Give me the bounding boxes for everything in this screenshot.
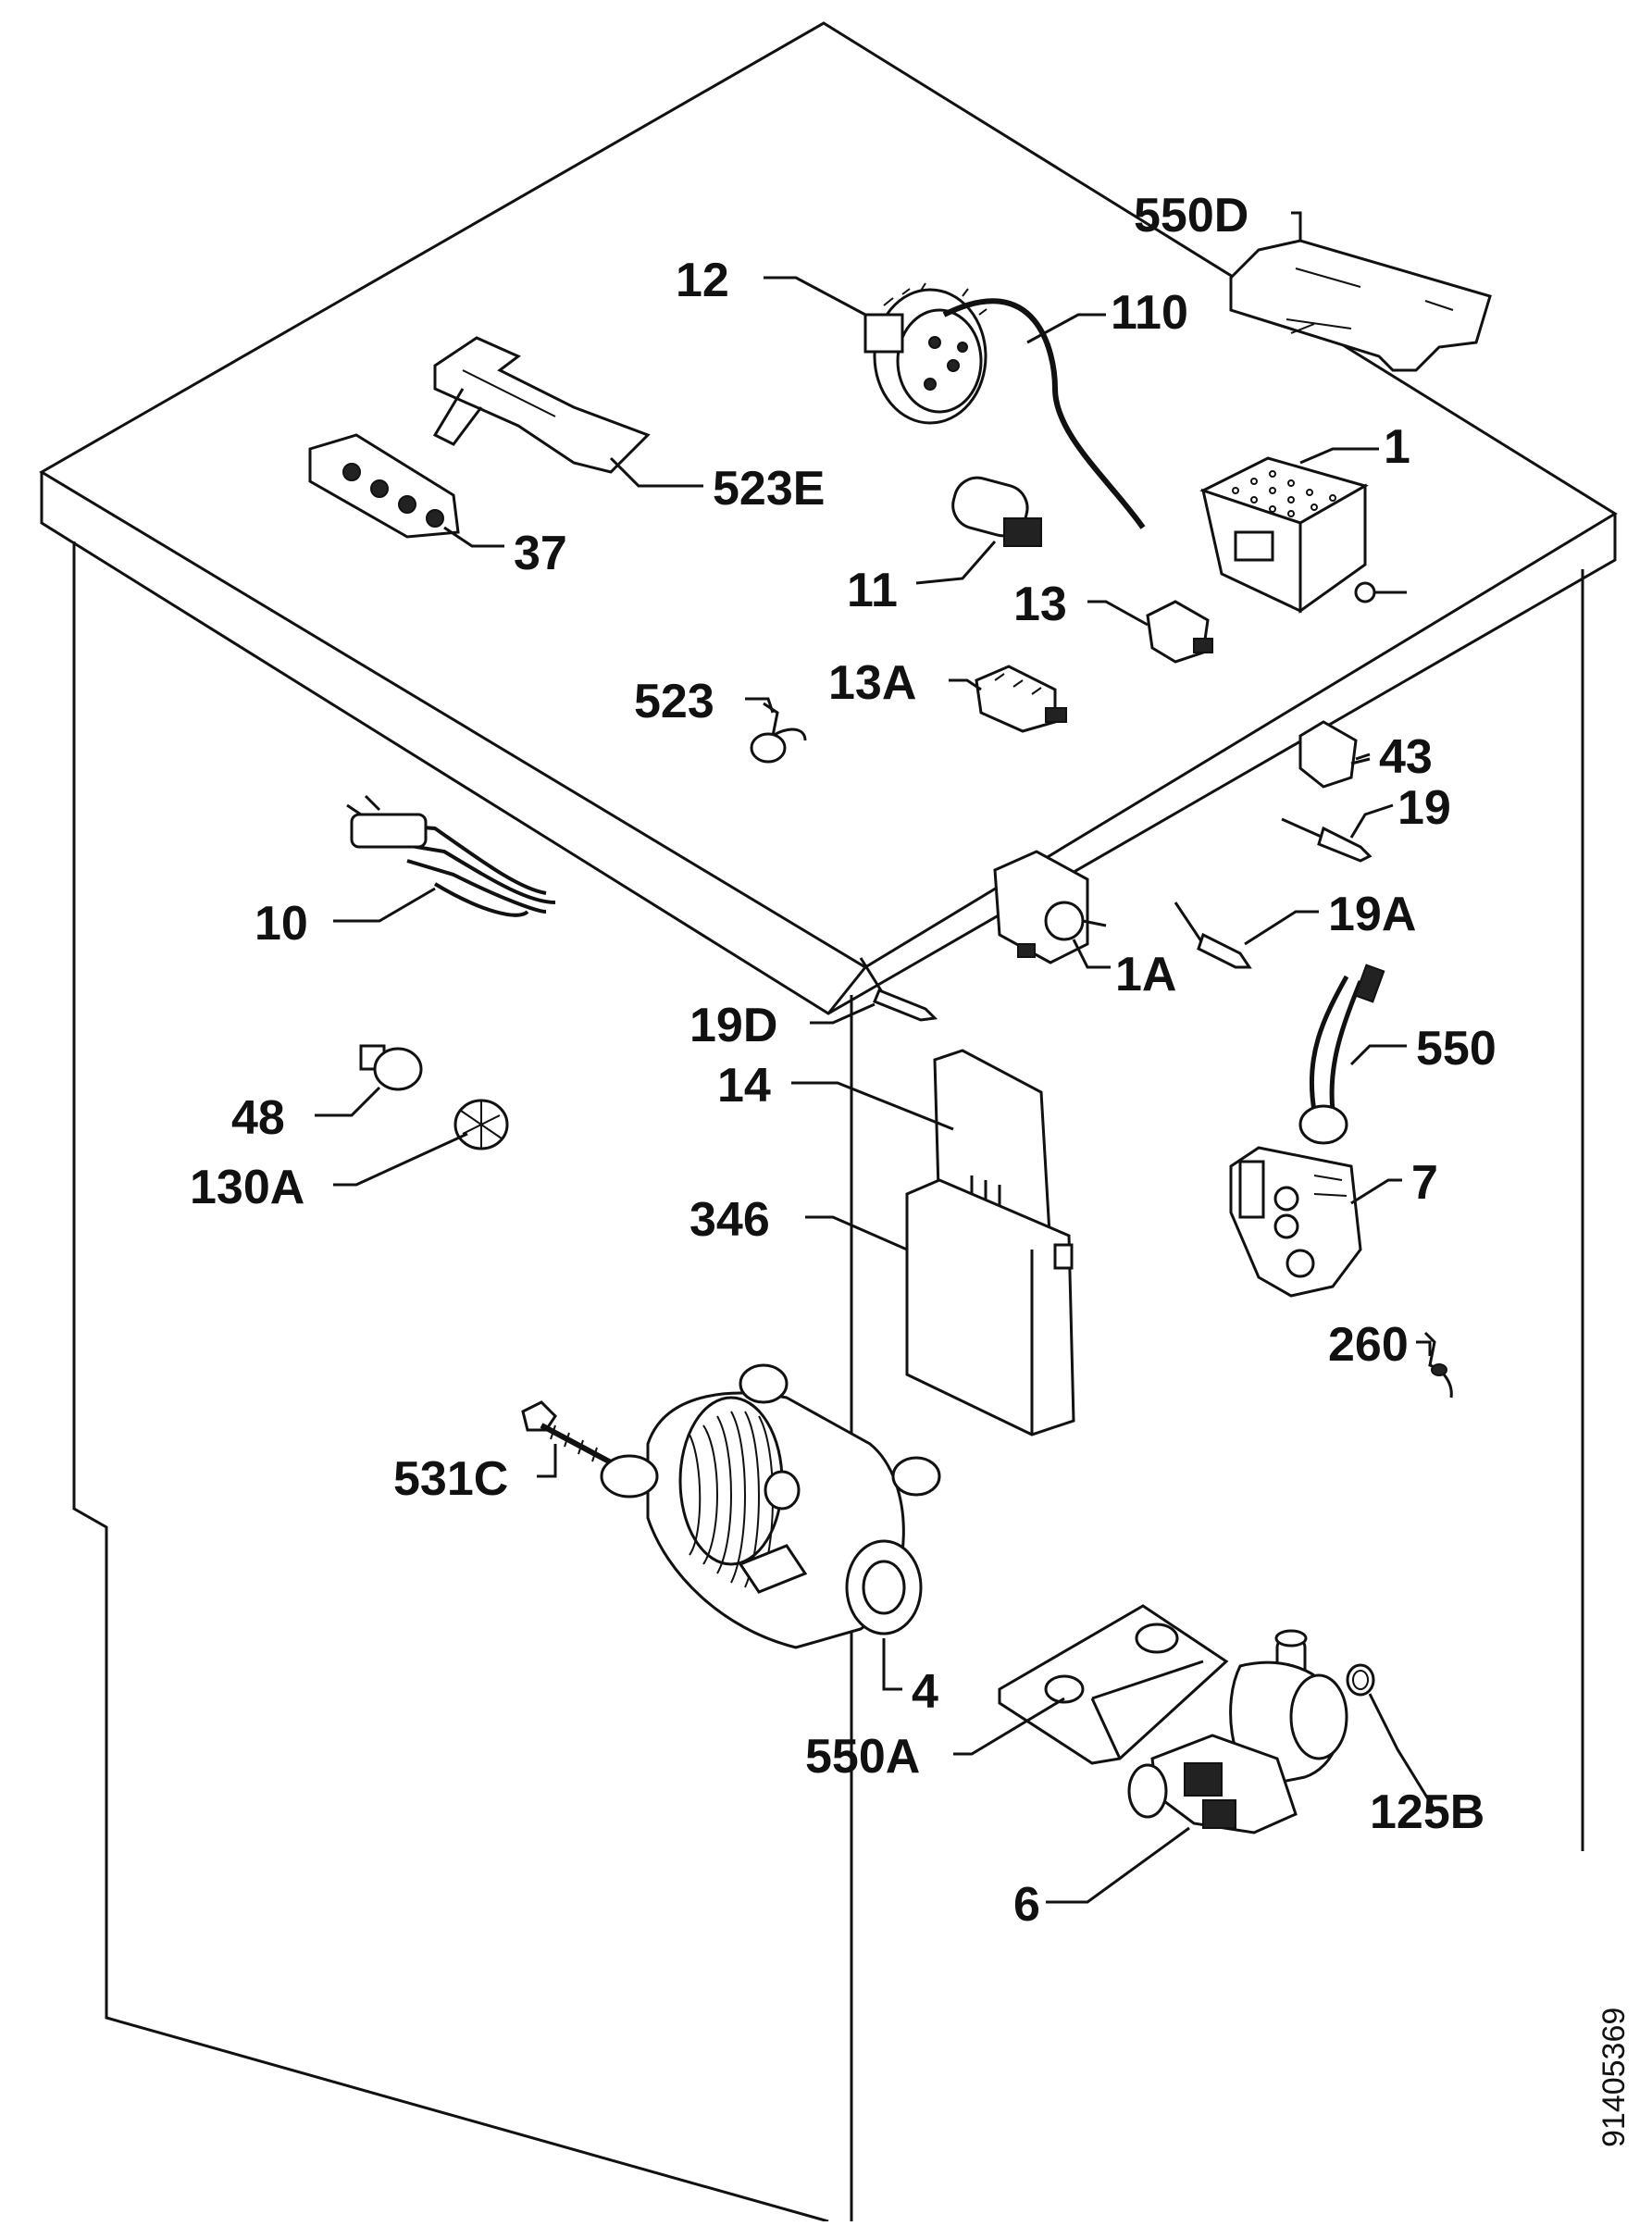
label-19: 19 xyxy=(1397,781,1451,835)
label-125B: 125B xyxy=(1370,1785,1484,1839)
label-48: 48 xyxy=(231,1091,285,1145)
part-19D-probe xyxy=(859,957,938,1022)
part-7-door-lock xyxy=(1229,1146,1362,1298)
label-13A: 13A xyxy=(828,656,916,710)
label-550D: 550D xyxy=(1134,189,1248,242)
label-531C: 531C xyxy=(393,1452,508,1506)
label-523: 523 xyxy=(634,675,714,728)
label-7: 7 xyxy=(1411,1156,1438,1210)
document-number: 91405369 xyxy=(1596,2008,1632,2147)
label-1: 1 xyxy=(1384,420,1410,474)
label-12: 12 xyxy=(676,254,729,307)
part-130A-part xyxy=(453,1099,509,1150)
label-37: 37 xyxy=(514,527,567,580)
part-13A-switch xyxy=(975,665,1067,733)
part-346-dispenser-housing xyxy=(905,1178,1075,1436)
part-13-switch xyxy=(1146,600,1213,664)
part-1-programmer xyxy=(1199,456,1407,614)
label-14: 14 xyxy=(717,1059,771,1113)
label-10: 10 xyxy=(255,897,308,951)
label-43: 43 xyxy=(1379,730,1433,784)
part-4-motor xyxy=(600,1363,941,1649)
part-531C-screw xyxy=(521,1400,613,1465)
label-110: 110 xyxy=(1111,286,1188,340)
part-12-selector-switch xyxy=(863,282,987,425)
part-260-clip xyxy=(1423,1331,1453,1399)
label-19A: 19A xyxy=(1328,888,1416,941)
label-19D: 19D xyxy=(689,999,777,1052)
leader-lines xyxy=(315,211,1444,1904)
part-labels: 550D 12 110 1 523E 37 11 13 13A 523 43 1… xyxy=(190,189,1497,1932)
part-43-switch xyxy=(1298,720,1371,789)
part-125B-seal-ring xyxy=(1346,1663,1375,1697)
part-550D-cover-plate xyxy=(1229,239,1492,372)
part-37-terminal-block xyxy=(308,433,460,539)
label-260: 260 xyxy=(1328,1318,1409,1372)
part-48-light xyxy=(359,1044,423,1091)
label-1A: 1A xyxy=(1115,948,1176,1001)
label-550A: 550A xyxy=(805,1730,920,1784)
label-346: 346 xyxy=(689,1193,770,1247)
part-110-wire xyxy=(942,298,1146,529)
part-19A-probe xyxy=(1174,902,1252,969)
part-550A-cover xyxy=(998,1604,1229,1765)
label-550: 550 xyxy=(1416,1022,1497,1076)
part-6-drain-pump xyxy=(1127,1629,1348,1834)
label-130A: 130A xyxy=(190,1161,304,1214)
part-550-wiring xyxy=(1298,964,1385,1145)
label-11: 11 xyxy=(847,564,898,617)
part-523-clip xyxy=(750,702,807,764)
part-523E-bracket xyxy=(432,336,651,474)
part-19-probe xyxy=(1281,817,1373,863)
part-10-heater xyxy=(346,794,556,917)
part-11-capacitor xyxy=(951,476,1042,547)
label-6: 6 xyxy=(1013,1878,1040,1932)
label-523E: 523E xyxy=(713,462,825,516)
part-1A-switch xyxy=(993,850,1107,964)
label-13: 13 xyxy=(1013,578,1067,631)
cabinet-outline xyxy=(39,21,1618,2223)
label-4: 4 xyxy=(912,1665,938,1719)
